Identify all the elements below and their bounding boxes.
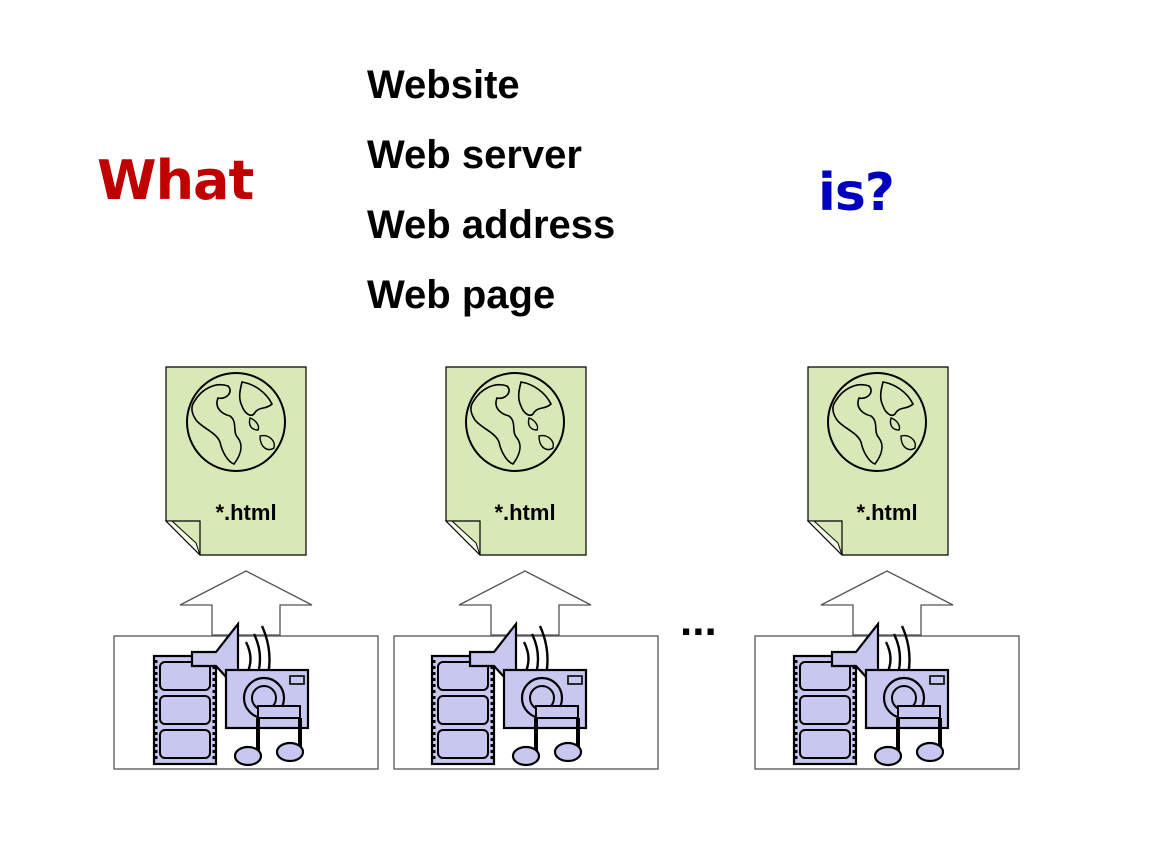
heading-is: is? (818, 163, 895, 223)
up-arrow-icon (179, 570, 313, 636)
page-label: *.html (215, 500, 276, 525)
term-web-server: Web server (367, 133, 582, 177)
page-label: *.html (856, 500, 917, 525)
up-arrow-icon (820, 570, 954, 636)
up-arrow-icon (458, 570, 592, 636)
continuation-ellipsis: ... (680, 596, 717, 645)
term-web-page: Web page (367, 273, 556, 317)
term-website: Website (367, 63, 520, 107)
page-label: *.html (494, 500, 555, 525)
term-list: Website Web server Web address Web page (367, 50, 615, 330)
heading-what: What (97, 149, 254, 212)
term-web-address: Web address (367, 203, 616, 247)
